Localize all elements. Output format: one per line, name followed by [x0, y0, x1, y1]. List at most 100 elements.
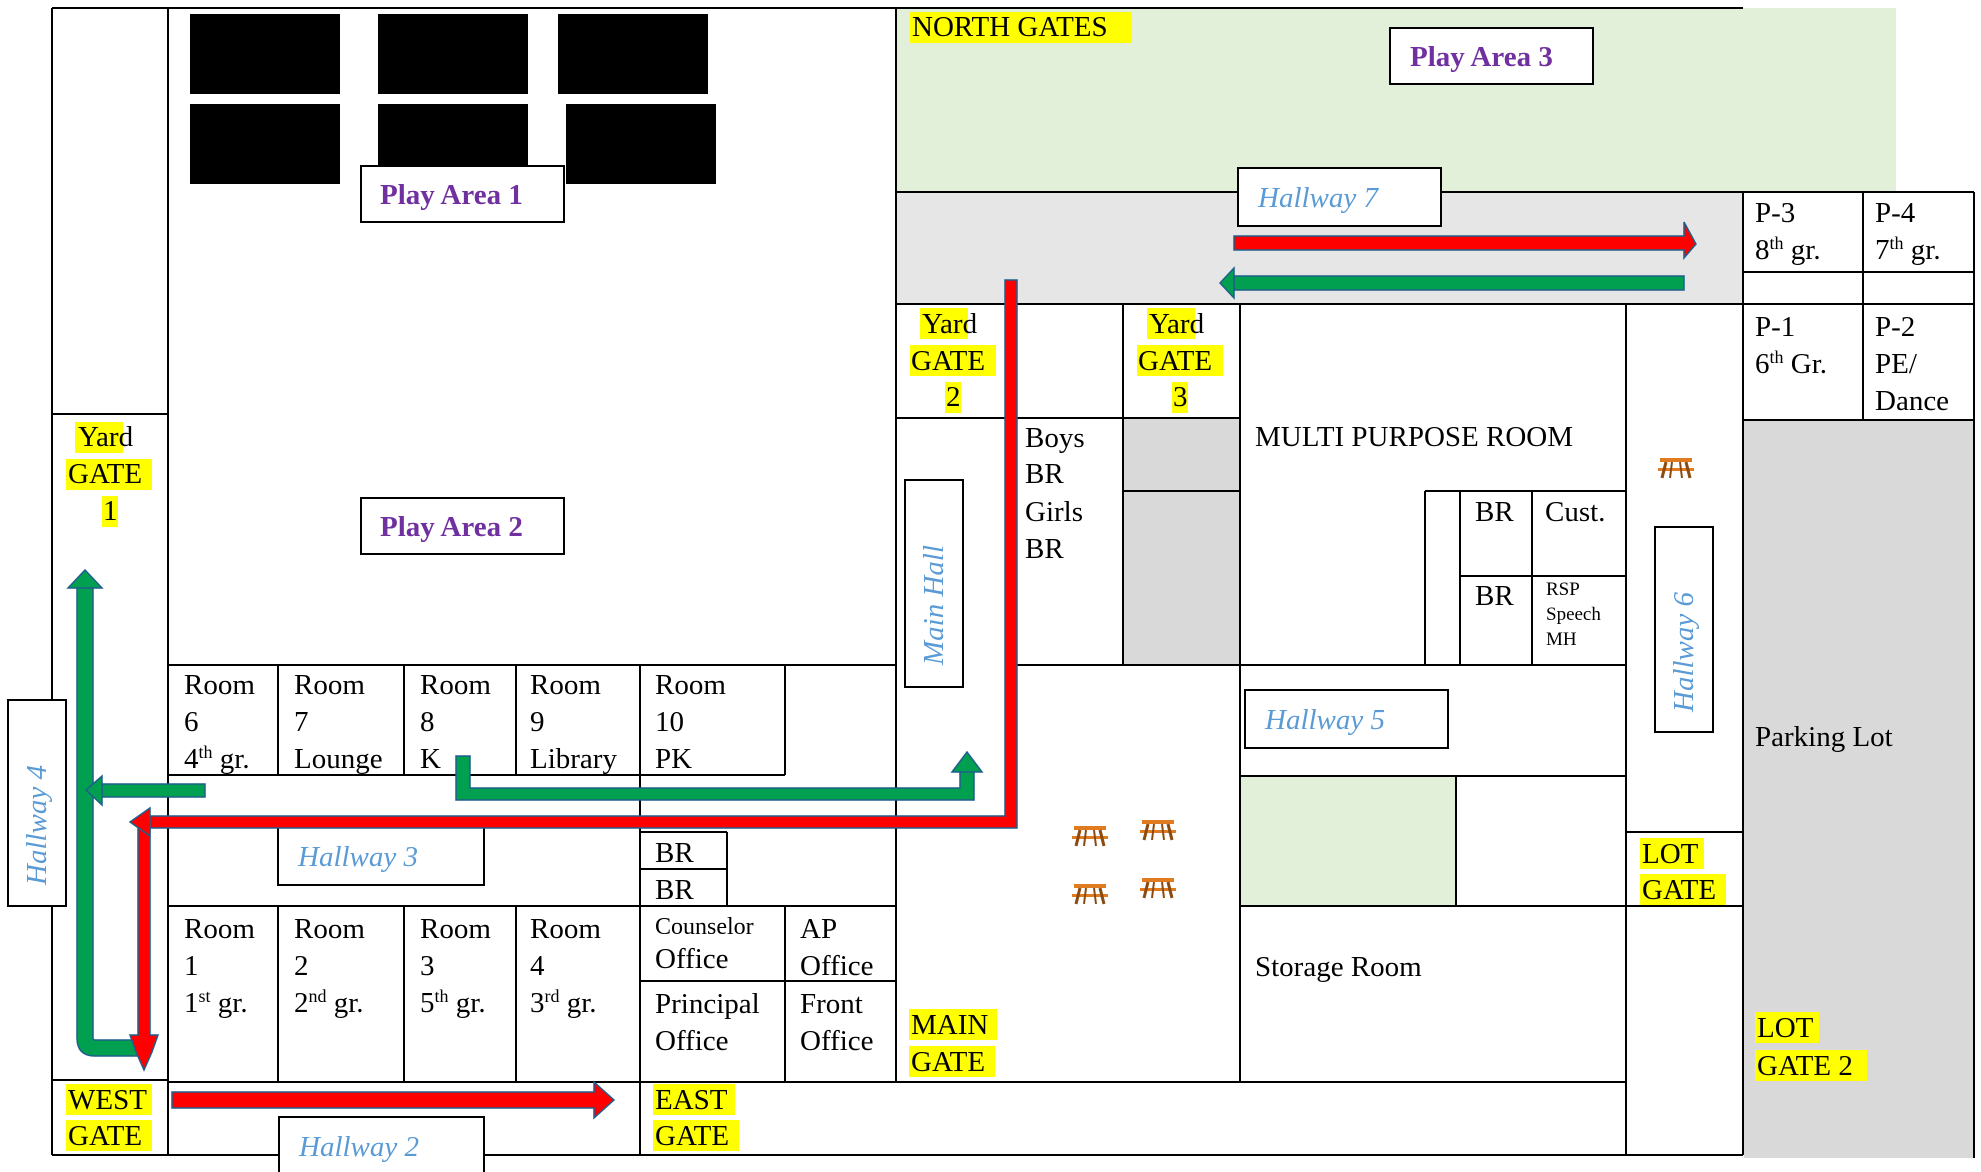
- svg-text:5th gr.: 5th gr.: [420, 986, 486, 1019]
- svg-text:P-4: P-4: [1875, 197, 1916, 229]
- svg-text:6: 6: [184, 706, 199, 738]
- svg-text:MAIN: MAIN: [911, 1009, 988, 1041]
- svg-text:Speech: Speech: [1546, 604, 1601, 625]
- picnic-table-icon: [1070, 882, 1110, 906]
- front-office: Front Office: [800, 988, 874, 1057]
- basketball-court-icon: [190, 104, 340, 184]
- yard-gate-2: Yard GATE 2: [910, 308, 996, 413]
- room-8: Room 8 K: [420, 669, 491, 775]
- svg-text:2: 2: [946, 381, 961, 413]
- main-hall-label: Main Hall: [918, 545, 950, 666]
- portable-p1: P-1 6th Gr.: [1755, 311, 1827, 380]
- svg-text:Room: Room: [420, 913, 491, 945]
- svg-text:Office: Office: [800, 950, 874, 982]
- svg-text:P-3: P-3: [1755, 197, 1795, 229]
- lot-gate-2: LOT GATE 2: [1755, 1012, 1867, 1082]
- svg-text:3: 3: [1173, 381, 1188, 413]
- svg-text:GATE: GATE: [68, 1120, 142, 1152]
- svg-text:Office: Office: [655, 943, 729, 975]
- svg-text:2nd gr.: 2nd gr.: [294, 986, 364, 1019]
- parking-lot-area: [1744, 420, 1974, 1158]
- portable-p2: P-2 PE/ Dance: [1875, 311, 1949, 417]
- svg-text:Library: Library: [530, 743, 617, 775]
- hallway-7-label: Hallway 7: [1257, 182, 1380, 214]
- svg-text:GATE: GATE: [911, 1046, 985, 1078]
- svg-text:PE/: PE/: [1875, 348, 1918, 380]
- svg-text:7th gr.: 7th gr.: [1875, 233, 1941, 266]
- shaded-block: [1123, 418, 1240, 665]
- svg-text:GATE: GATE: [911, 345, 985, 377]
- svg-text:AP: AP: [800, 913, 837, 945]
- svg-text:PK: PK: [655, 743, 692, 775]
- svg-text:EAST: EAST: [655, 1084, 728, 1116]
- parking-lot-label: Parking Lot: [1755, 721, 1893, 753]
- svg-text:4th gr.: 4th gr.: [184, 742, 250, 775]
- play-area-2-label: Play Area 2: [380, 511, 523, 543]
- svg-text:GATE: GATE: [1642, 874, 1716, 906]
- picnic-table-icon: [1138, 876, 1178, 900]
- room-2: Room 2 2nd gr.: [294, 913, 365, 1019]
- svg-text:8: 8: [420, 706, 435, 738]
- play-area-3-label: Play Area 3: [1410, 41, 1553, 73]
- room-3: Room 3 5th gr.: [420, 913, 491, 1019]
- svg-text:Room: Room: [530, 669, 601, 701]
- lot-gate: LOT GATE: [1640, 838, 1726, 906]
- svg-text:P-1: P-1: [1755, 311, 1795, 343]
- room-6: Room 6 4th gr.: [184, 669, 255, 775]
- play-area-1-label: Play Area 1: [380, 179, 523, 211]
- svg-text:P-2: P-2: [1875, 311, 1915, 343]
- multipurpose-room-label: MULTI PURPOSE ROOM: [1255, 421, 1573, 453]
- yard-gate-3: Yard GATE 3: [1137, 308, 1223, 413]
- room-4: Room 4 3rd gr.: [530, 913, 601, 1019]
- basketball-court-icon: [190, 14, 340, 94]
- svg-text:3rd gr.: 3rd gr.: [530, 986, 597, 1019]
- yard-gate-1: Yard GATE 1: [66, 421, 152, 527]
- svg-text:Girls: Girls: [1025, 496, 1083, 528]
- counselor-office: Counselor Office: [655, 914, 754, 975]
- svg-text:BR: BR: [655, 837, 694, 869]
- svg-text:Dance: Dance: [1875, 385, 1949, 417]
- rsp-speech-mh-room: RSP Speech MH: [1546, 579, 1601, 650]
- svg-text:RSP: RSP: [1546, 579, 1580, 600]
- restrooms-center: BR BR: [655, 837, 694, 906]
- route-arrow-red: [128, 221, 1697, 1120]
- restroom-lower: BR: [1475, 580, 1514, 612]
- picnic-table-icon: [1138, 818, 1178, 842]
- svg-text:BR: BR: [1025, 458, 1064, 490]
- storage-room-label: Storage Room: [1255, 951, 1422, 983]
- basketball-court-icon: [378, 14, 528, 94]
- svg-text:BR: BR: [655, 874, 694, 906]
- picnic-table-icon: [1070, 824, 1110, 848]
- restroom-upper: BR: [1475, 496, 1514, 528]
- svg-text:Room: Room: [420, 669, 491, 701]
- svg-text:9: 9: [530, 706, 545, 738]
- svg-text:WEST: WEST: [68, 1084, 147, 1116]
- portable-p4: P-4 7th gr.: [1875, 197, 1941, 266]
- svg-text:K: K: [420, 743, 441, 775]
- svg-text:Yard: Yard: [1149, 308, 1205, 340]
- svg-text:7: 7: [294, 706, 309, 738]
- hallway-3-label: Hallway 3: [297, 841, 418, 873]
- map-walls: [51, 7, 1975, 1158]
- svg-text:1: 1: [103, 495, 118, 527]
- east-gate: EAST GATE: [653, 1084, 739, 1152]
- svg-text:Principal: Principal: [655, 988, 760, 1020]
- basketball-courts: [190, 14, 716, 184]
- hallway-5-label: Hallway 5: [1264, 704, 1385, 736]
- courtyard-green: [1241, 776, 1456, 906]
- north-gates-label: NORTH GATES: [912, 11, 1108, 43]
- svg-text:Office: Office: [655, 1025, 729, 1057]
- svg-text:Counselor: Counselor: [655, 914, 754, 940]
- svg-text:3: 3: [420, 950, 435, 982]
- basketball-court-icon: [566, 104, 716, 184]
- girls-restroom: Girls BR: [1025, 496, 1083, 565]
- svg-text:1st gr.: 1st gr.: [184, 986, 248, 1019]
- hallway-6-label: Hallway 6: [1668, 591, 1700, 713]
- svg-text:Room: Room: [294, 669, 365, 701]
- west-gate: WEST GATE: [66, 1084, 152, 1152]
- room-1: Room 1 1st gr.: [184, 913, 255, 1019]
- svg-text:Boys: Boys: [1025, 422, 1085, 454]
- svg-text:4: 4: [530, 950, 545, 982]
- svg-text:Room: Room: [530, 913, 601, 945]
